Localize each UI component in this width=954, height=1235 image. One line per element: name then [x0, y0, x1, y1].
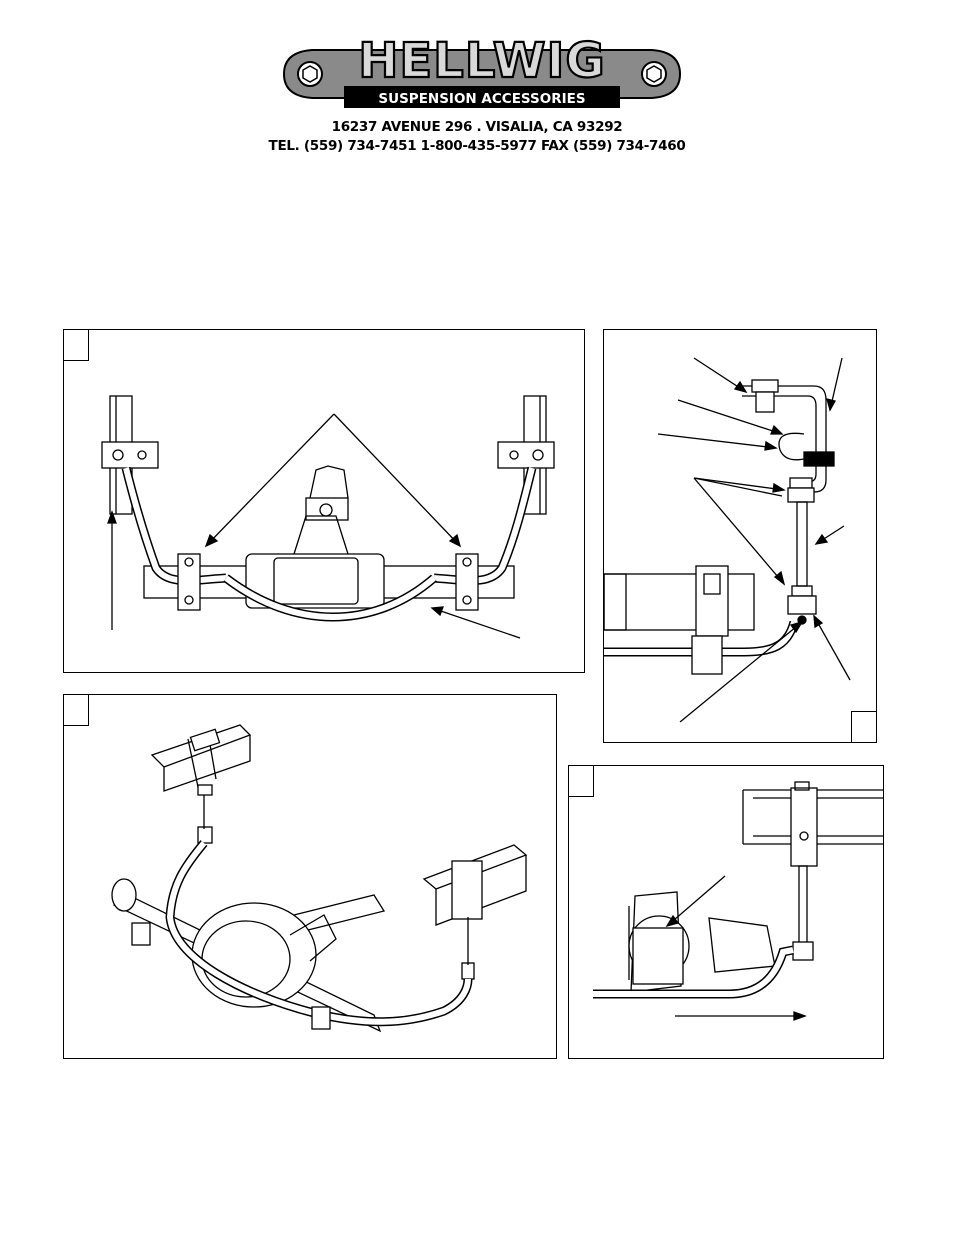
figure-top-right: [603, 329, 877, 743]
figure-bottom-left: [63, 694, 557, 1059]
end-link-side-diagram: [593, 781, 883, 1021]
sway-bar-isometric-diagram: [111, 724, 528, 1033]
figure-number-box: [851, 711, 876, 742]
figure-number-box: [569, 766, 594, 797]
company-address: 16237 AVENUE 296 . VISALIA, CA 93292: [331, 119, 623, 135]
figure-number-box: [64, 330, 89, 361]
figure-bottom-right: [568, 765, 884, 1059]
figure-top-left: [63, 329, 585, 673]
hellwig-logo: HELLWIG SUSPENSION ACCESSORIES: [282, 32, 682, 108]
company-phone: TEL. (559) 734-7451 1-800-435-5977 FAX (…: [268, 138, 686, 154]
brand-name: HELLWIG: [358, 33, 606, 89]
sway-bar-overhead-diagram: [101, 395, 555, 639]
end-link-detail-diagram: [604, 357, 851, 723]
figure-number-box: [64, 695, 89, 726]
brand-tagline: SUSPENSION ACCESSORIES: [378, 91, 585, 107]
